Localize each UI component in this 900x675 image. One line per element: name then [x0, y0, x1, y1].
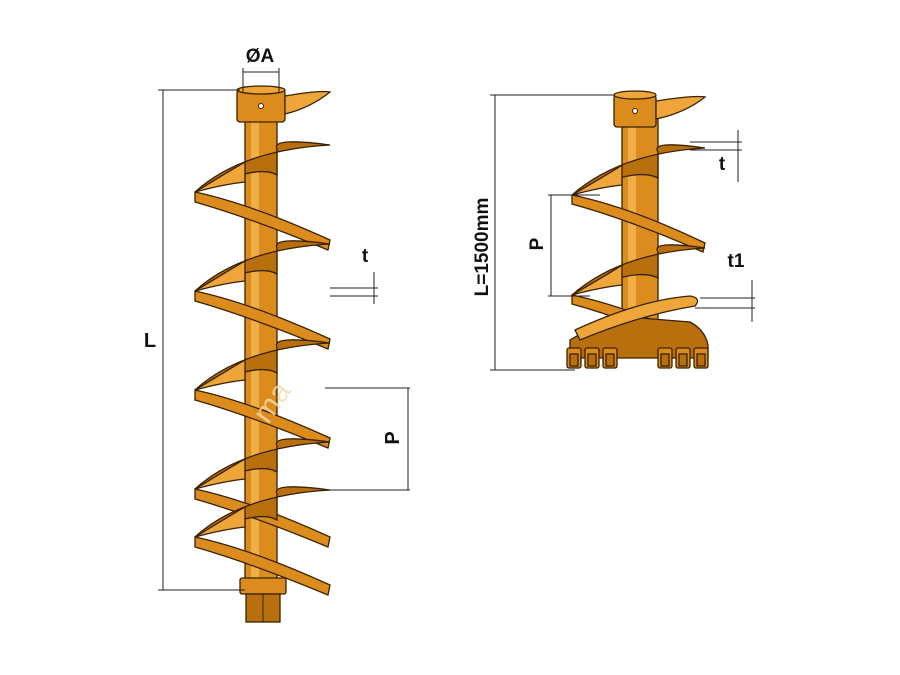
- flight-front-face: [571, 194, 706, 253]
- flight-front-face: [194, 191, 331, 251]
- flight-front-face: [194, 488, 331, 548]
- flight-front-face: [194, 536, 331, 596]
- thickness-label: t: [362, 246, 369, 267]
- flight-front-face: [194, 389, 331, 449]
- bottom-flight-edge: [574, 295, 699, 341]
- top-blade: [284, 90, 332, 115]
- shaft-highlight: [251, 98, 259, 585]
- pitch-label: P: [527, 237, 548, 250]
- tooth-tip: [678, 353, 688, 367]
- flight-top-face: [194, 457, 246, 490]
- length-label: L=1500mm: [472, 198, 493, 297]
- pitch-label: P: [382, 431, 404, 444]
- tooth-tip: [660, 353, 670, 367]
- tooth-tip: [569, 353, 579, 367]
- collar-top-face: [236, 85, 286, 95]
- left-auger: [194, 85, 332, 623]
- flight-top-face: [571, 163, 623, 196]
- thickness-label: t: [719, 154, 726, 175]
- tooth-tip: [587, 353, 597, 367]
- bottom-collar: [239, 577, 287, 595]
- pin-hole: [258, 103, 264, 109]
- right-dimensions: L=1500mm P t t1: [472, 94, 755, 371]
- collar-top-face: [613, 90, 657, 100]
- left-dimensions: ØA L t P: [144, 46, 410, 591]
- flight-top-face: [571, 263, 623, 296]
- right-auger: [566, 90, 709, 369]
- top-blade: [655, 95, 707, 120]
- length-label: L: [144, 330, 156, 352]
- flight-top-face: [194, 358, 246, 391]
- tooth-tip: [605, 353, 615, 367]
- tooth-tip: [696, 353, 706, 367]
- diameter-label: ØA: [246, 46, 275, 67]
- pin-hole: [632, 108, 638, 114]
- flight-top-face: [194, 505, 246, 538]
- tip-thickness-label: t1: [728, 251, 745, 272]
- flight-top-face: [194, 259, 246, 292]
- flight-front-face: [194, 290, 331, 350]
- flight-top-face: [194, 160, 246, 193]
